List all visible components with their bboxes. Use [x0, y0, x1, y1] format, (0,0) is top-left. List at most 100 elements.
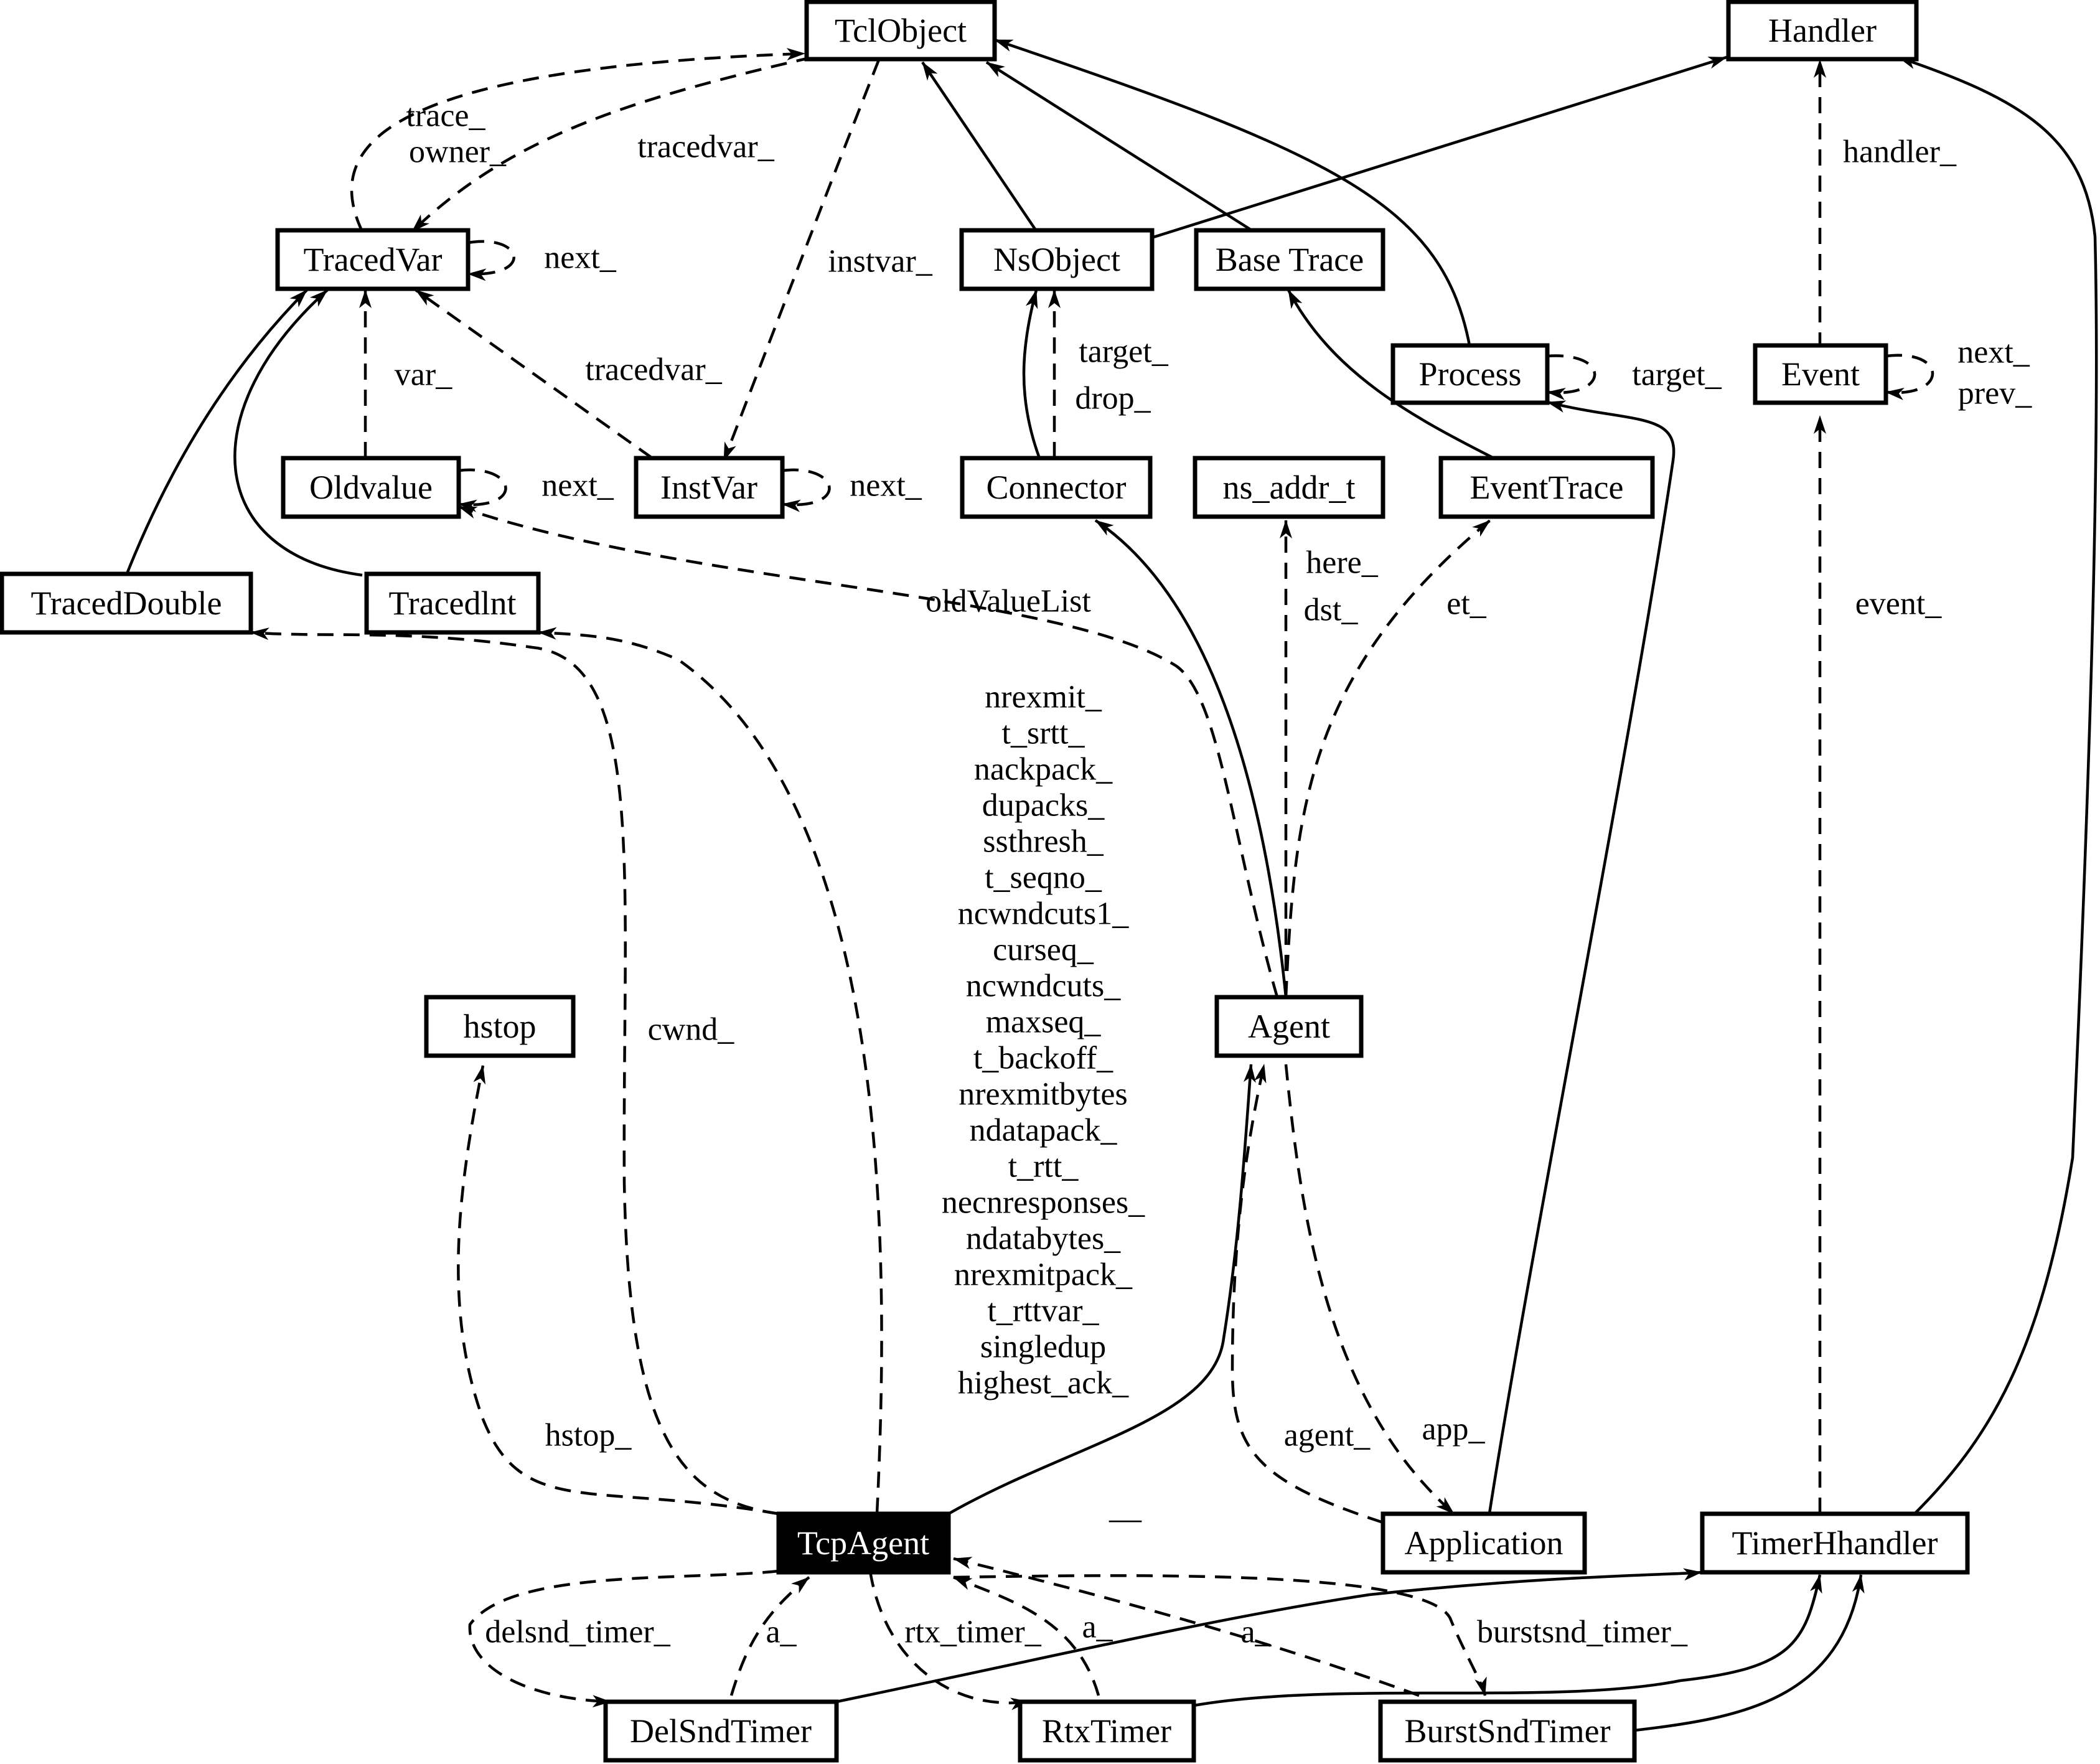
- edges: [124, 38, 2098, 1732]
- node-oldvalue-label: Oldvalue: [309, 469, 433, 506]
- edge-delsndtimer-timerhandler: [836, 1568, 1702, 1704]
- edge-agent-eventtrace: [1284, 519, 1491, 998]
- tcp-var: nrexmit_: [985, 680, 1102, 715]
- edge-process-tclobject: [994, 38, 1472, 349]
- tcp-variable-list: nrexmit_ t_srtt_ nackpack_ dupacks_ ssth…: [942, 680, 1145, 1401]
- edge-tracedint-tracedvar: [233, 289, 363, 577]
- label-tracedvar-top: tracedvar_: [637, 129, 774, 165]
- edge-tcpagent-tracedint: [538, 627, 883, 1514]
- node-burstsndtimer: BurstSndTimer: [1378, 1699, 1637, 1763]
- node-tclobject: TclObject: [804, 0, 997, 62]
- edge-tcpagent-hstop: [457, 1065, 779, 1516]
- edge-process-target: [1547, 354, 1596, 400]
- node-process: Process: [1390, 343, 1550, 405]
- tcp-var: singledup: [980, 1330, 1106, 1365]
- tcp-var: nackpack_: [974, 752, 1113, 787]
- edge-eventtrace-basetrace: [1287, 289, 1495, 460]
- edge-agent-connector: [1094, 519, 1288, 998]
- node-eventtrace-label: EventTrace: [1470, 469, 1624, 506]
- node-event-label: Event: [1781, 355, 1860, 393]
- label-dst: dst_: [1304, 593, 1359, 628]
- edge-tracedvar-tclobject-trace: [350, 48, 805, 232]
- tcp-var: t_seqno_: [985, 860, 1102, 896]
- node-tracedint: Tracedlnt: [364, 571, 541, 635]
- label-handler: handler_: [1843, 134, 1957, 170]
- edge-connector-nsobject: [1022, 289, 1041, 459]
- tcp-var: necnresponses_: [942, 1185, 1145, 1221]
- label-instvar-next: next_: [850, 468, 922, 504]
- label-app: app_: [1422, 1412, 1485, 1447]
- node-traceddouble-label: TracedDouble: [31, 584, 222, 622]
- tcp-var: maxseq_: [986, 1005, 1102, 1040]
- edge-rtxtimer-timerhandler: [1193, 1574, 1822, 1707]
- label-tracedvar-next: next_: [544, 240, 617, 276]
- tcp-var: curseq_: [993, 932, 1094, 968]
- node-hstop-label: hstop: [463, 1008, 536, 1045]
- tcp-var: t_rtt_: [1008, 1149, 1079, 1185]
- label-a3: a_: [1240, 1615, 1272, 1650]
- node-burstsndtimer-label: BurstSndTimer: [1404, 1712, 1610, 1750]
- label-target-conn: target_: [1079, 334, 1168, 370]
- node-application-label: Application: [1405, 1524, 1563, 1562]
- edge-labels: trace_ owner_ tracedvar_ next_ instvar_ …: [395, 98, 2032, 1650]
- tcp-var: nrexmitbytes: [959, 1077, 1128, 1112]
- node-timerhandler-label: TimerHhandler: [1732, 1524, 1938, 1562]
- label-event-ptr: event_: [1855, 586, 1943, 622]
- edge-burstsndtimer-timerhandler: [1634, 1574, 1865, 1732]
- node-oldvalue: Oldvalue: [281, 456, 461, 519]
- label-a1: a_: [766, 1615, 797, 1650]
- label-hstop: hstop_: [545, 1418, 632, 1453]
- label-agent: agent_: [1284, 1418, 1371, 1453]
- label-drop: drop_: [1075, 381, 1151, 416]
- tcp-var: dupacks_: [982, 788, 1105, 823]
- node-connector-label: Connector: [987, 469, 1127, 506]
- node-tcpagent-label: TcpAgent: [797, 1524, 929, 1562]
- node-process-label: Process: [1419, 355, 1522, 393]
- node-tclobject-label: TclObject: [835, 12, 967, 49]
- label-delsnd-timer: delsnd_timer_: [485, 1615, 671, 1650]
- node-nsobject: NsObject: [959, 228, 1155, 291]
- edge-agent-oldvalue: [458, 505, 1279, 998]
- node-delsndtimer: DelSndTimer: [603, 1699, 839, 1763]
- label-dash: —: [1109, 1501, 1142, 1537]
- edge-instvar-tracedvar: [415, 289, 654, 459]
- label-cwnd: cwnd_: [648, 1012, 735, 1048]
- tcp-var: ndatabytes_: [966, 1221, 1121, 1257]
- label-event-next: next_: [1957, 335, 2030, 370]
- node-rtxtimer: RtxTimer: [1018, 1699, 1196, 1763]
- edge-tcpagent-burstsndtimer: [953, 1574, 1487, 1696]
- node-agent: Agent: [1214, 995, 1364, 1058]
- label-trace: trace_: [406, 98, 485, 134]
- tcp-var: t_backoff_: [973, 1041, 1113, 1076]
- node-nsobject-label: NsObject: [993, 241, 1120, 278]
- node-timerhandler: TimerHhandler: [1700, 1511, 1970, 1575]
- node-basetrace: Base Trace: [1194, 228, 1385, 291]
- node-delsndtimer-label: DelSndTimer: [630, 1712, 812, 1750]
- node-hstop: hstop: [424, 995, 576, 1058]
- node-handler-label: Handler: [1768, 12, 1877, 49]
- edge-tcpagent-agent: [947, 1064, 1256, 1515]
- node-connector: Connector: [960, 456, 1153, 519]
- edge-tclobject-instvar: [722, 59, 881, 461]
- tcp-var: ncwndcuts_: [966, 969, 1121, 1004]
- edge-tclobject-tracedvar-owner: [411, 55, 813, 233]
- edge-basetrace-tclobject: [985, 61, 1251, 230]
- node-basetrace-label: Base Trace: [1216, 241, 1364, 278]
- node-instvar-label: InstVar: [660, 469, 757, 506]
- node-tracedint-label: Tracedlnt: [389, 584, 517, 622]
- edge-tcpagent-delsndtimer: [468, 1569, 779, 1708]
- tcp-var: t_srtt_: [1002, 716, 1085, 751]
- label-oldvalue-next: next_: [541, 468, 614, 504]
- edge-nsobject-handler: [1151, 55, 1727, 240]
- nodes: TclObject Handler TracedVar NsObject Bas…: [0, 0, 1970, 1763]
- node-event: Event: [1753, 343, 1888, 405]
- node-handler: Handler: [1726, 0, 1919, 62]
- edge-agent-application: [1284, 1064, 1455, 1515]
- edge-tracedvar-next: [467, 240, 515, 281]
- tcp-var: ncwndcuts1_: [958, 896, 1129, 932]
- node-nsaddr-label: ns_addr_t: [1223, 469, 1356, 506]
- label-instvar: instvar_: [828, 244, 933, 279]
- tcp-var: highest_ack_: [958, 1366, 1129, 1401]
- edge-timerhandler-handler: [1898, 55, 2098, 1519]
